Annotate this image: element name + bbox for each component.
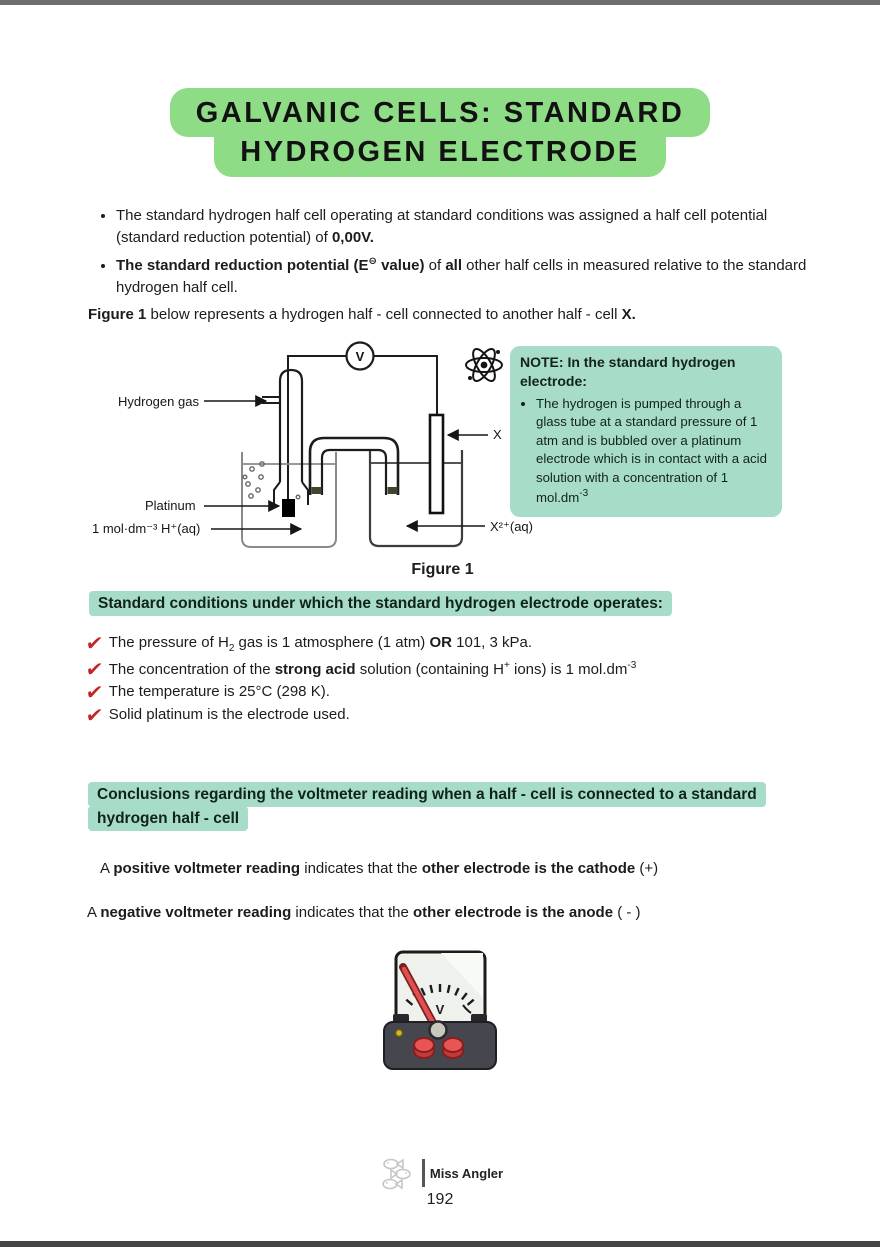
conclusions-heading-text: Conclusions regarding the voltmeter read…: [88, 782, 766, 832]
brand-row: Miss Angler: [377, 1156, 503, 1190]
checklist-item: ✔ The pressure of H2 gas is 1 atmosphere…: [84, 631, 796, 656]
checklist-item-text: The pressure of H2 gas is 1 atmosphere (…: [108, 634, 533, 654]
figure-1-diagram: V: [85, 336, 797, 568]
right-beaker: [368, 450, 464, 548]
dial-label: V: [436, 1002, 445, 1017]
fish-logo-icon: [382, 1158, 411, 1190]
intro-bullet-1: The standard hydrogen half cell operatin…: [116, 205, 821, 249]
face-shine: [441, 953, 483, 998]
checklist-item-text: The concentration of the strong acid sol…: [108, 659, 637, 678]
salt-bridge-plug-left: [311, 487, 322, 494]
page-number: 192: [426, 1191, 454, 1208]
voltmeter-circle: [345, 341, 375, 371]
checklist-item-text: The temperature is 25°C (298 K).: [108, 683, 330, 701]
note-bullet: The hydrogen is pumped through a glass t…: [536, 395, 772, 508]
title-line-2: HYDROGEN ELECTRODE: [214, 127, 666, 177]
positive-reading-line: A positive voltmeter reading indicates t…: [100, 860, 659, 877]
conclusions-heading: Conclusions regarding the voltmeter read…: [88, 782, 780, 832]
tube-skirt-right: [301, 481, 309, 505]
knob-right: [442, 1037, 464, 1059]
salt-bridge-outer: [308, 436, 400, 495]
brand-name: Miss Angler: [429, 1165, 504, 1181]
left-beaker: [241, 452, 337, 548]
footer: Miss Angler 192: [0, 1156, 880, 1209]
hydrogen-bubbles: [242, 461, 301, 500]
platinum-electrode: [282, 499, 295, 517]
figure-caption: Figure 1: [411, 561, 474, 578]
note-list: The hydrogen is pumped through a glass t…: [520, 395, 772, 508]
conditions-heading-text: Standard conditions under which the stan…: [89, 591, 672, 616]
note-box: NOTE: In the standard hydrogen electrode…: [510, 346, 782, 517]
knob-left: [413, 1037, 435, 1059]
voltmeter-label: V: [356, 349, 365, 364]
checklist-item-text: Solid platinum is the electrode used.: [108, 706, 350, 724]
conditions-checklist: ✔ The pressure of H2 gas is 1 atmosphere…: [84, 631, 796, 729]
salt-bridge-plug-right: [387, 487, 398, 494]
note-heading: NOTE: In the standard hydrogen electrode…: [520, 354, 736, 389]
hydrogen-cell-diagram: V: [92, 341, 533, 548]
platinum-label: Platinum: [145, 498, 196, 513]
intro-bullet-2: The standard reduction potential (E⊖ val…: [116, 255, 821, 299]
needle-pivot: [428, 1020, 448, 1040]
checklist-item: ✔ The concentration of the strong acid s…: [84, 656, 796, 681]
brand-divider: [421, 1159, 425, 1187]
left-wire: [287, 355, 347, 499]
check-icon: ✔: [84, 656, 105, 681]
x-solution-label: X²⁺(aq): [490, 519, 533, 534]
checklist-item: ✔ The temperature is 25°C (298 K).: [84, 680, 796, 705]
intro-bullets: The standard hydrogen half cell operatin…: [96, 205, 821, 305]
check-icon: ✔: [84, 631, 105, 655]
checklist-item: ✔ Solid platinum is the electrode used.: [84, 703, 796, 728]
negative-reading-line: A negative voltmeter reading indicates t…: [87, 904, 641, 921]
hydrogen-glass-tube: [278, 368, 304, 482]
right-wire: [373, 355, 438, 415]
dial-arc: [462, 1004, 472, 1014]
indicator-light: [394, 1028, 404, 1038]
tube-skirt-left: [273, 481, 281, 505]
page-title: GALVANIC CELLS: STANDARD HYDROGEN ELECTR…: [0, 88, 880, 177]
bottom-edge-bar: [0, 1241, 880, 1247]
salt-bridge-inner: [320, 448, 388, 495]
acid-label: 1 mol·dm⁻³ H⁺(aq): [92, 521, 200, 536]
hydrogen-gas-label: Hydrogen gas: [118, 394, 199, 409]
check-icon: ✔: [84, 703, 105, 728]
conditions-heading: Standard conditions under which the stan…: [89, 591, 672, 616]
check-icon: ✔: [84, 680, 105, 705]
x-electrode-label: X: [493, 427, 502, 442]
top-edge-bar: [0, 0, 880, 5]
x-electrode: [428, 413, 445, 515]
atom-icon: [465, 348, 503, 382]
voltmeter-illustration: V: [383, 950, 497, 1070]
figure-intro-line: Figure 1 below represents a hydrogen hal…: [88, 306, 636, 323]
